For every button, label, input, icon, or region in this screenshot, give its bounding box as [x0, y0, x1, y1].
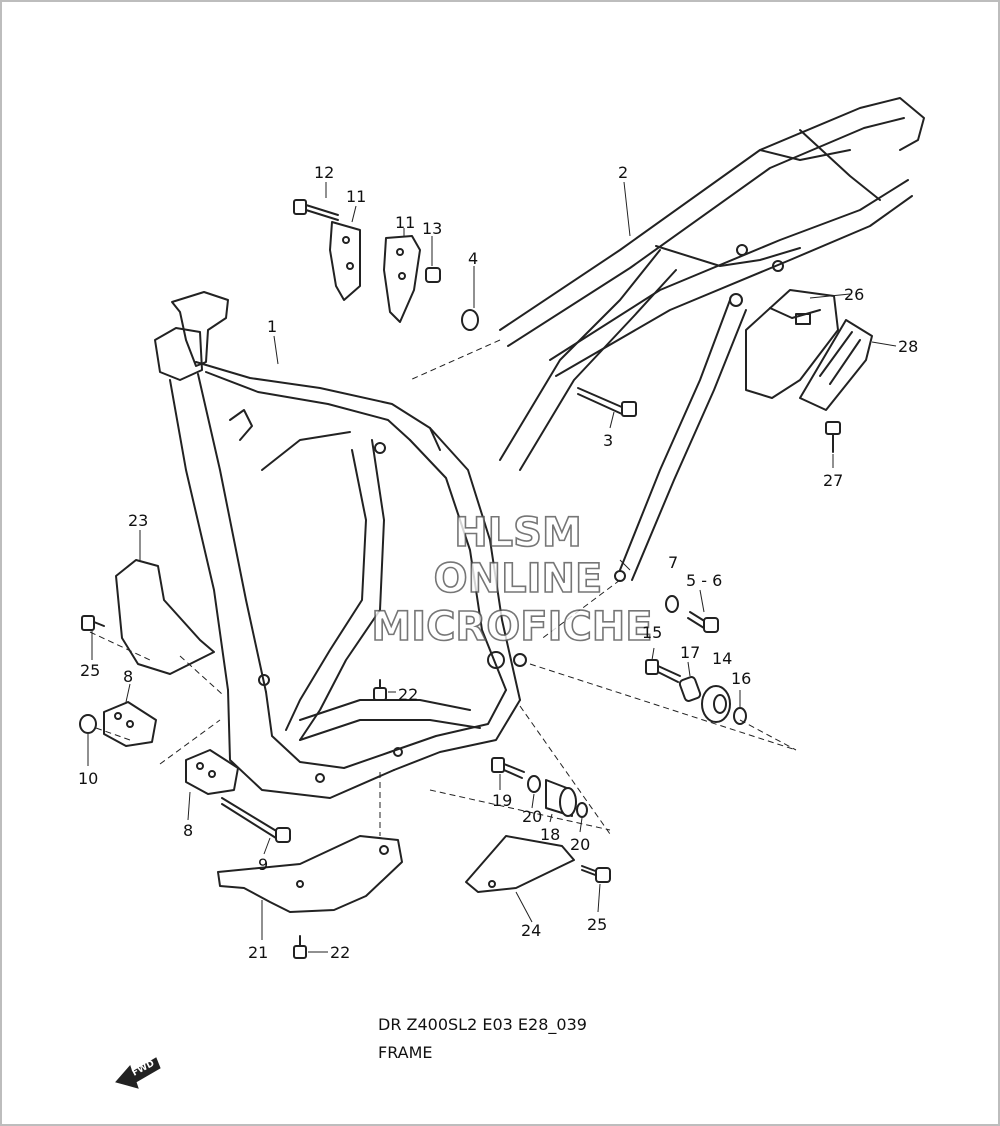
bolt-9-icon — [221, 797, 291, 843]
skid-guard-24 — [465, 835, 575, 893]
diagram-title: FRAME — [378, 1043, 433, 1062]
battery-holder-28 — [799, 319, 873, 411]
collar-17-icon — [678, 676, 702, 702]
bracket-11-left — [329, 221, 361, 301]
bolt-3-icon — [577, 387, 637, 417]
skid-plate-21 — [217, 835, 403, 913]
main-frame — [154, 291, 527, 799]
callout-15: 15 — [642, 623, 662, 642]
fwd-arrow-icon: FWD — [115, 1057, 161, 1089]
callout-23: 23 — [128, 511, 148, 530]
bolt-19-icon — [491, 757, 525, 779]
bracket-8-upper — [103, 701, 157, 747]
callout-16: 16 — [731, 669, 751, 688]
callout-24: 24 — [521, 921, 541, 940]
callout-21: 21 — [248, 943, 268, 962]
callout-20-right: 20 — [570, 835, 590, 854]
callout-2: 2 — [618, 163, 628, 182]
callout-17: 17 — [680, 643, 700, 662]
callout-9: 9 — [258, 855, 268, 874]
watermark-line-3: MICROFICHE — [371, 604, 652, 650]
watermark-line-2: ONLINE — [434, 556, 603, 602]
bolt-5-6-icon — [687, 611, 719, 633]
guard-23 — [115, 559, 215, 675]
callout-4: 4 — [468, 249, 478, 268]
nut-13-icon — [425, 267, 441, 283]
callout-26: 26 — [844, 285, 864, 304]
callout-12: 12 — [314, 163, 334, 182]
watermark-line-1: HLSM — [454, 510, 582, 556]
callout-27: 27 — [823, 471, 843, 490]
callout-8-lower: 8 — [183, 821, 193, 840]
callout-20-left: 20 — [522, 807, 542, 826]
bolt-12-icon — [293, 199, 339, 221]
bolt-25-left-icon — [81, 615, 105, 631]
bolt-27-icon — [825, 421, 841, 453]
battery-box-26 — [745, 289, 839, 399]
callout-25-right: 25 — [587, 915, 607, 934]
callout-10: 10 — [78, 769, 98, 788]
washer-16-icon — [733, 707, 747, 725]
callouts: 1 2 3 4 5 - 6 7 8 8 9 10 11 11 12 13 14 … — [78, 163, 918, 962]
washer-20-right-icon — [576, 802, 588, 818]
bolt-22-upper-icon — [373, 679, 387, 701]
bolt-25-right-icon — [581, 865, 611, 883]
bushing-18-icon — [545, 779, 577, 817]
rear-subframe — [499, 97, 925, 582]
callout-8-upper: 8 — [123, 667, 133, 686]
nut-4-icon — [461, 309, 479, 331]
washer-20-left-icon — [527, 775, 541, 793]
callout-22-upper: 22 — [398, 685, 418, 704]
watermark: HLSM ONLINE MICROFICHE — [371, 509, 654, 651]
bolt-15-icon — [645, 659, 681, 683]
callout-14: 14 — [712, 649, 732, 668]
nut-10-icon — [79, 714, 97, 734]
callout-18: 18 — [540, 825, 560, 844]
bracket-11-right — [383, 235, 421, 323]
callout-5-6: 5 - 6 — [686, 571, 722, 590]
bolt-22-lower-icon — [293, 935, 307, 959]
callout-13: 13 — [422, 219, 442, 238]
leader-lines — [87, 181, 897, 953]
callout-1: 1 — [267, 317, 277, 336]
bracket-8-lower — [185, 749, 239, 795]
callout-7: 7 — [668, 553, 678, 572]
callout-11-right: 11 — [395, 213, 415, 232]
bushing-14-icon — [701, 685, 731, 723]
callout-3: 3 — [603, 431, 613, 450]
callout-25-left: 25 — [80, 661, 100, 680]
diagram-model-code: DR Z400SL2 E03 E28_039 — [378, 1015, 587, 1035]
callout-22-lower: 22 — [330, 943, 350, 962]
callout-19: 19 — [492, 791, 512, 810]
washer-7-icon — [665, 595, 679, 613]
callout-11-left: 11 — [346, 187, 366, 206]
callout-28: 28 — [898, 337, 918, 356]
